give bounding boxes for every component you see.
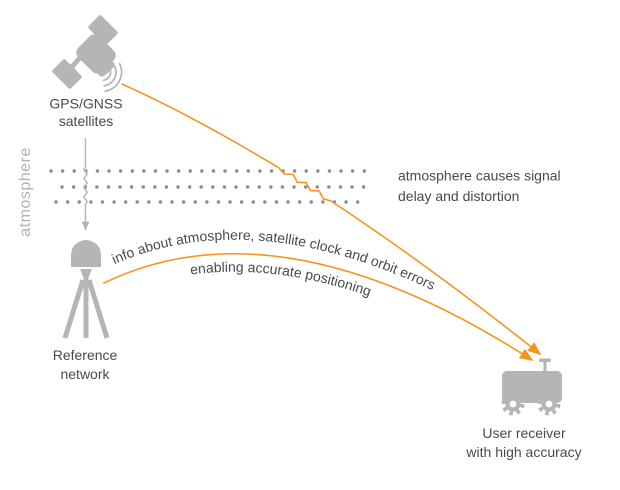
correction-arc-text-top: info about atmosphere, satellite clock a…: [109, 227, 438, 293]
satellite-label-line1: GPS/GNSS: [49, 96, 122, 112]
atmosphere-dots: [49, 169, 369, 204]
correction-arc-text-bottom: enabling accurate positioning: [189, 259, 373, 299]
reference-label: Reference network: [53, 347, 118, 382]
tripod-leg: [86, 279, 110, 339]
downlink-arrow: [81, 138, 90, 231]
correction-arc-text-top-path: info about atmosphere, satellite clock a…: [109, 227, 438, 293]
atmosphere-side-label: atmosphere: [17, 147, 34, 237]
receiver-label-line2: with high accuracy: [465, 444, 581, 460]
receiver-label-line1: User receiver: [482, 425, 566, 441]
gnss-satellite-icon: [52, 15, 123, 93]
signal-waves-icon: [102, 62, 123, 93]
atmosphere-note-line1: atmosphere causes signal: [398, 168, 561, 184]
rover-vehicle-icon: [501, 358, 562, 416]
antenna-mast: [543, 361, 547, 372]
satellite-label-line2: satellites: [59, 113, 113, 129]
antenna-icon: [539, 358, 551, 372]
gear-wheel-icon: [501, 392, 525, 416]
surveying-tripod-icon: [62, 240, 110, 339]
gnss-dome: [71, 240, 101, 267]
gear-wheel-icon: [537, 392, 561, 416]
correction-data-arrow: [103, 253, 534, 361]
tripod-leg: [62, 279, 86, 339]
receiver-label: User receiver with high accuracy: [465, 425, 581, 460]
correction-arc-text-bottom-path: enabling accurate positioning: [189, 259, 373, 299]
satellite-signal-arrow: [121, 83, 542, 355]
antenna-cap: [539, 358, 551, 362]
atmosphere-note-line2: delay and distortion: [398, 188, 519, 204]
satellite-label: GPS/GNSS satellites: [49, 96, 122, 130]
tripod-mount: [80, 269, 92, 280]
solar-panel-icon: [52, 59, 82, 89]
atmosphere-note: atmosphere causes signal delay and disto…: [398, 168, 561, 205]
antenna-ball: [97, 67, 107, 77]
reference-label-line1: Reference: [53, 347, 118, 363]
solar-panel-icon: [88, 15, 118, 45]
reference-label-line2: network: [60, 366, 110, 382]
